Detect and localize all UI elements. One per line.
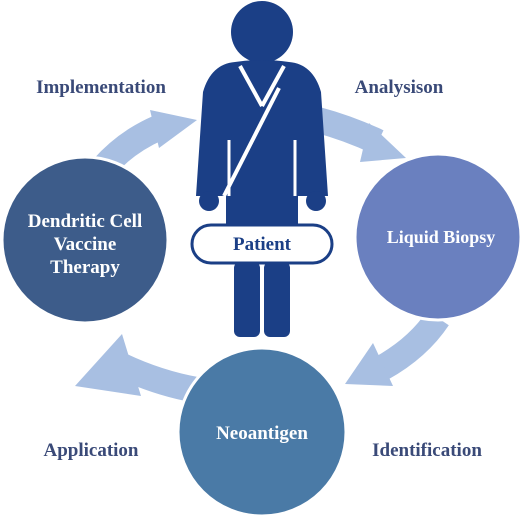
node-neoantigen: Neoantigen bbox=[176, 346, 348, 518]
step-label-application: Application bbox=[43, 440, 138, 461]
neoantigen-label: Neoantigen bbox=[216, 423, 308, 444]
arrow-analysis bbox=[314, 107, 406, 162]
patient-badge: Patient bbox=[190, 223, 334, 265]
arrow-application bbox=[75, 334, 200, 403]
node-dendritic-cell: Dendritic Cell Vaccine Therapy bbox=[0, 155, 170, 325]
step-label-implementation: Implementation bbox=[36, 77, 166, 98]
step-label-analysis: Analysison bbox=[355, 77, 444, 98]
dendritic-line-3: Therapy bbox=[50, 257, 120, 278]
dendritic-line-1: Dendritic Cell bbox=[28, 211, 143, 232]
arrow-implementation bbox=[93, 110, 197, 177]
liquid-biopsy-label: Liquid Biopsy bbox=[387, 227, 496, 247]
patient-label: Patient bbox=[233, 234, 292, 255]
node-liquid-biopsy: Liquid Biopsy bbox=[353, 152, 523, 322]
dendritic-line-2: Vaccine bbox=[54, 234, 117, 255]
step-label-identification: Identification bbox=[372, 440, 482, 461]
person-icon bbox=[196, 1, 328, 337]
arrow-identification bbox=[345, 310, 449, 386]
